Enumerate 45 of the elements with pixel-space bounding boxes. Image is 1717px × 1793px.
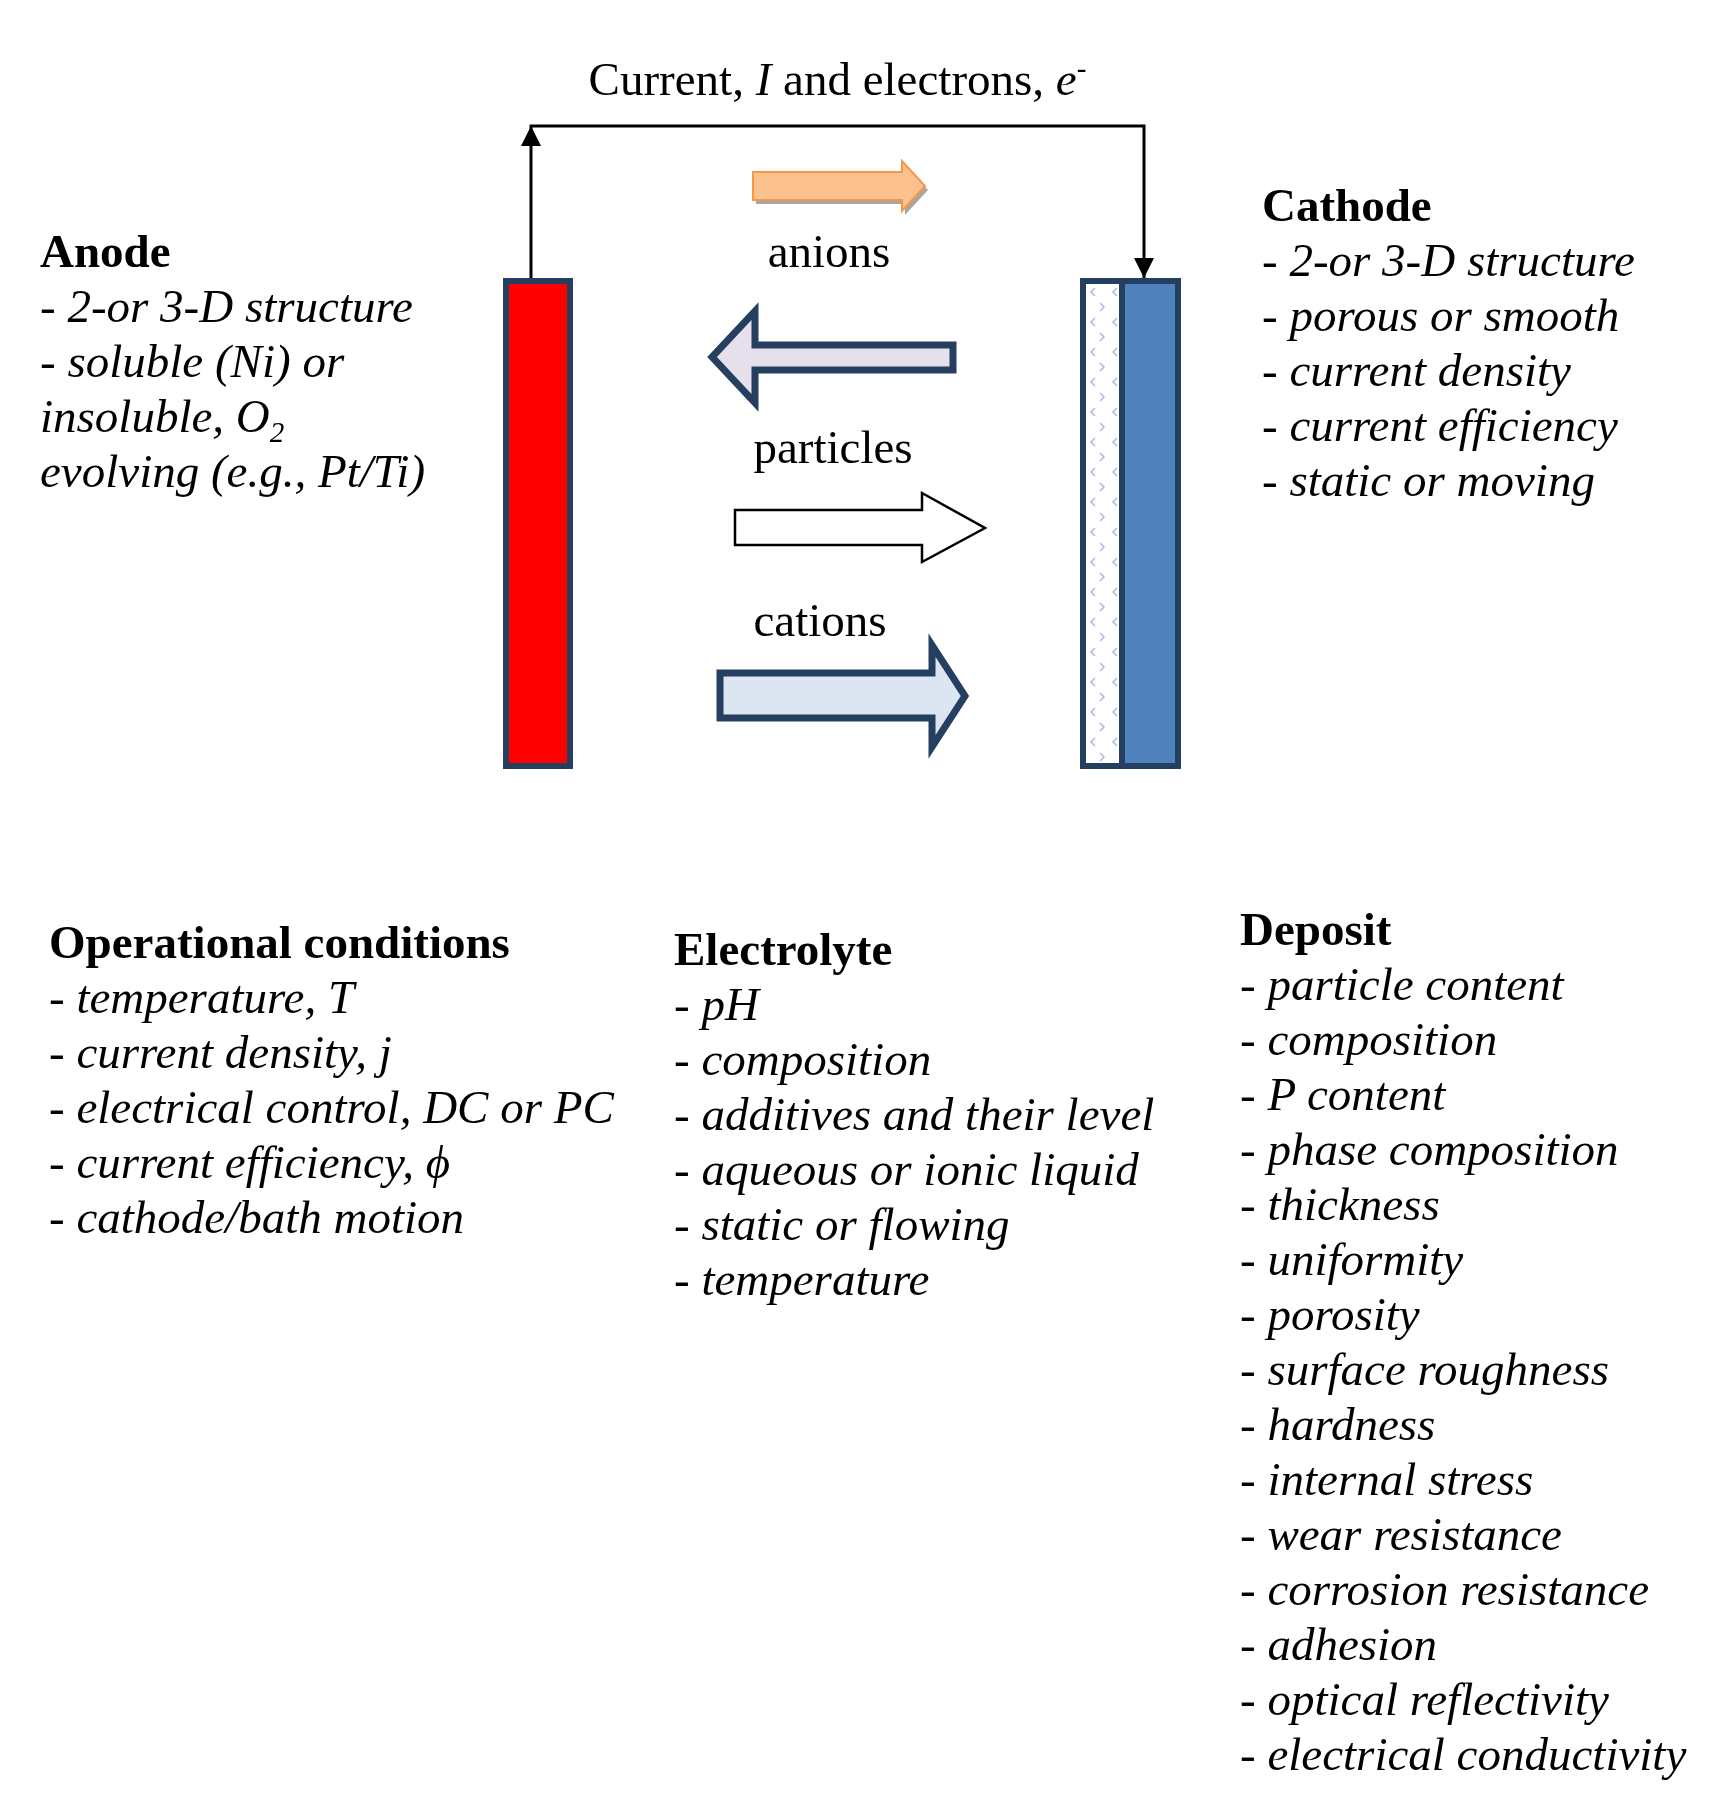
list-item: - porous or smooth [1262,288,1620,343]
list-item: - hardness [1240,1397,1436,1452]
list-item: - composition [1240,1012,1498,1067]
list-item: - static or moving [1262,453,1595,508]
list-item: - static or flowing [674,1197,1010,1252]
list-item: - pH [674,977,759,1032]
list-item: - internal stress [1240,1452,1534,1507]
list-item: - 2-or 3-D structure [40,279,413,334]
list-item: - aqueous or ionic liquid [674,1142,1139,1197]
list-item: - current density, j [49,1025,392,1080]
list-item: - particle content [1240,957,1564,1012]
list-item: - uniformity [1240,1232,1464,1287]
list-item: - soluble (Ni) or insoluble, O$_{2}$ evolving (e.g., Pt/Ti) [40,334,427,499]
list-item: - temperature [674,1252,930,1307]
list-item: - wear resistance [1240,1507,1562,1562]
wire-arrow [521,124,1154,278]
list-item: - corrosion resistance [1240,1562,1650,1617]
list-item: - 2-or 3-D structure [1262,233,1635,288]
arrow-label: anions [767,223,891,279]
section-heading: Anode [40,224,171,279]
arrow-label: cations [753,592,887,648]
list-item: - current efficiency [1262,398,1618,453]
list-item: - current efficiency, ϕ [49,1135,451,1190]
list-item: - thickness [1240,1177,1440,1232]
list-item: - electrical control, DC or PC [49,1080,614,1135]
edge-label: Current, I and electrons, e$^{-}$ [588,51,1087,107]
list-item: - phase composition [1240,1122,1619,1177]
list-item: - P content [1240,1067,1446,1122]
list-item: - current density [1262,343,1571,398]
list-item: - optical reflectivity [1240,1672,1609,1727]
section-heading: Cathode [1262,178,1432,233]
section-heading: Deposit [1240,902,1392,957]
section-heading: Operational conditions [49,915,510,970]
list-item: - composition [674,1032,932,1087]
list-item: - additives and their level [674,1087,1155,1142]
arrow-label: particles [753,419,913,475]
cathode-electrode [1080,278,1181,769]
section-heading: Electrolyte [674,922,893,977]
list-item: - electrical conductivity [1240,1727,1687,1782]
list-item: - surface roughness [1240,1342,1609,1397]
list-item: - porosity [1240,1287,1420,1342]
list-item: - temperature, T [49,970,355,1025]
list-item: - adhesion [1240,1617,1438,1672]
list-item: - cathode/bath motion [49,1190,465,1245]
anode-electrode [503,278,573,769]
